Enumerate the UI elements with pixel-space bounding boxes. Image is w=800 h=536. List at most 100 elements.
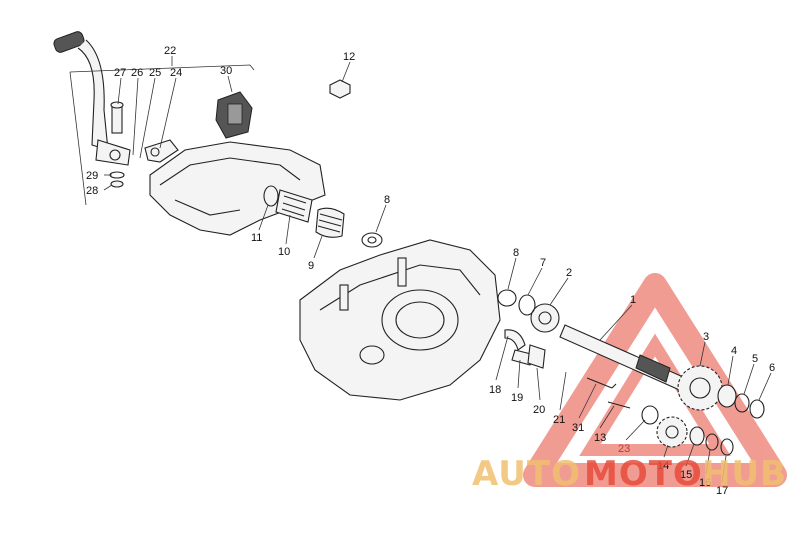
leader-25	[139, 77, 156, 159]
label-25: 25	[149, 67, 161, 79]
label-12: 12	[343, 51, 355, 63]
label-15: 15	[680, 469, 692, 481]
label-18: 18	[489, 384, 501, 396]
label-8-top: 8	[384, 194, 390, 206]
leader-30	[227, 75, 233, 93]
crankcase-main	[299, 239, 501, 401]
crankcase-bore	[381, 289, 459, 351]
clip-17	[720, 438, 734, 456]
label-17: 17	[716, 485, 728, 497]
leader-26	[132, 77, 139, 156]
label-2: 2	[566, 267, 572, 279]
shaft-splines	[635, 354, 671, 383]
kick-start-lever	[53, 31, 131, 166]
washer-16	[705, 433, 719, 451]
leader-28	[103, 184, 113, 191]
label-20: 20	[533, 404, 545, 416]
pivot-body	[144, 139, 179, 163]
leader-23	[625, 419, 646, 441]
gear-3-hub	[689, 377, 711, 399]
gear-14-hub	[665, 425, 679, 439]
label-23: 23	[618, 443, 630, 455]
washer-23	[641, 405, 659, 425]
label-8-mid: 8	[513, 247, 519, 259]
gear-3	[677, 365, 723, 411]
circlip-6	[749, 399, 765, 419]
leader-3	[699, 341, 706, 367]
leader-7	[527, 267, 543, 296]
stud-right	[397, 257, 407, 287]
label-21: 21	[553, 414, 565, 426]
leader-5	[743, 363, 755, 395]
label-26: 26	[131, 67, 143, 79]
label-29: 29	[86, 170, 98, 182]
bush-10-lines	[281, 195, 307, 217]
leader-12	[341, 61, 351, 83]
group-bracket-22	[69, 64, 255, 206]
plate-20	[527, 344, 546, 369]
washer-8-top	[361, 232, 383, 248]
label-19: 19	[511, 392, 523, 404]
label-9: 9	[308, 260, 314, 272]
leader-31	[578, 383, 597, 419]
spring-9-coils	[317, 213, 343, 233]
label-5: 5	[752, 353, 758, 365]
label-24: 24	[170, 67, 182, 79]
circlip-11	[263, 185, 279, 207]
leader-15	[685, 443, 695, 467]
watermark-word-moto: MOTO	[584, 454, 703, 494]
leader-14	[663, 444, 669, 458]
watermark-word-auto: AUTO	[472, 454, 581, 494]
pivot-hole	[150, 147, 160, 157]
pin-body	[111, 104, 123, 134]
leader-lines	[103, 56, 772, 483]
gear-3-body	[677, 365, 723, 411]
leader-8a	[375, 204, 387, 233]
label-7: 7	[540, 257, 546, 269]
leader-27	[117, 77, 122, 105]
leader-9	[313, 235, 323, 259]
pin-head	[110, 101, 124, 109]
washer-29	[109, 171, 125, 179]
leader-2	[549, 277, 569, 306]
rubber-insert	[227, 103, 243, 125]
leader-11	[258, 204, 269, 231]
leader-17	[721, 455, 727, 483]
leader-18	[495, 335, 509, 381]
label-11: 11	[251, 232, 262, 244]
label-14: 14	[657, 460, 669, 472]
pin-27	[110, 101, 124, 134]
leader-19	[517, 359, 521, 389]
label-27: 27	[114, 67, 126, 79]
leader-16	[705, 449, 711, 475]
lever-grip	[53, 31, 85, 53]
crankcase-boss	[359, 345, 385, 365]
label-1: 1	[630, 294, 636, 306]
leader-6	[758, 372, 772, 401]
nut-28	[110, 180, 124, 188]
label-22: 22	[164, 45, 176, 57]
lever-clamp-bolt	[109, 149, 121, 161]
pivot-24	[144, 139, 179, 163]
segment-18	[504, 329, 526, 351]
washer-5	[734, 393, 750, 413]
leader-8b	[507, 257, 517, 290]
crankcase-left	[149, 141, 326, 236]
crankcase-left-edge	[159, 157, 301, 186]
bolt-31	[586, 377, 617, 389]
bearing-15	[689, 426, 705, 446]
stud-left	[339, 284, 349, 311]
gear-2	[530, 303, 560, 333]
watermark-logo	[523, 273, 787, 487]
gear-14-body	[656, 416, 688, 448]
callout-labels: 22 27 26 25 24 30 12 29 28 11 10 9 8 8 7…	[86, 45, 775, 497]
label-31: 31	[572, 422, 584, 434]
watermark-word-hub: HUB	[702, 454, 787, 494]
washer-7	[518, 294, 536, 316]
leader-21	[559, 371, 567, 411]
lever-clamp	[95, 139, 131, 166]
leader-20	[536, 367, 541, 401]
leader-13	[599, 405, 615, 429]
